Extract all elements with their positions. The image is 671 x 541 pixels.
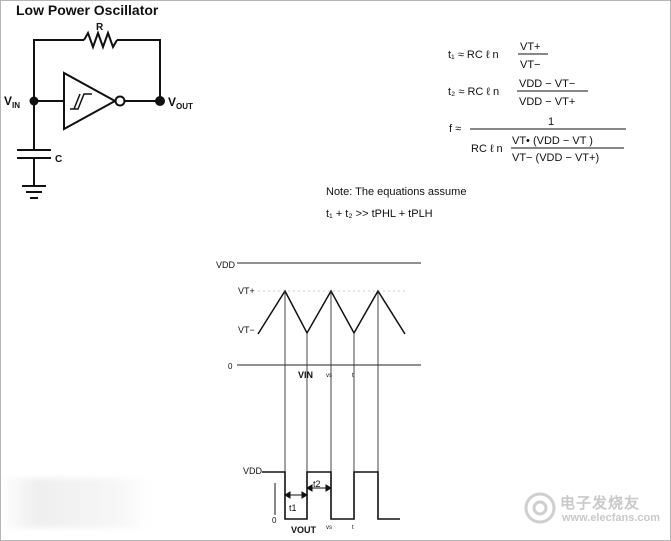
svg-text:1: 1 — [548, 116, 554, 128]
vs-top-label: vs — [326, 373, 332, 379]
vin-node — [29, 96, 39, 106]
note-line-1: Note: The equations assume — [326, 186, 466, 198]
circuit-schematic — [17, 30, 161, 199]
vdd-bottom-label: VDD — [243, 466, 263, 476]
svg-text:VT−: VT− — [520, 59, 540, 71]
vt-minus-label: VT− — [238, 325, 255, 335]
inverter-bubble — [114, 95, 126, 107]
equation-t1: t₁ ≈ RC ℓ n VT+ VT− — [448, 41, 548, 71]
vin-waveform — [257, 289, 406, 335]
vdd-top-label: VDD — [216, 260, 236, 270]
t-top-label: t — [352, 373, 354, 379]
note-line-2: t₁ + t₂ >> tPHL + tPLH — [326, 208, 433, 220]
schmitt-inverter — [63, 71, 118, 131]
vout-waveform — [262, 471, 400, 520]
feedback-wire-right — [117, 39, 161, 101]
watermark-icon — [524, 492, 556, 524]
capacitor-label: C — [55, 154, 62, 165]
waveform-diagram: VDD VT+ VT− 0 VIN vs t VDD 0 t1 t2 VOUT … — [216, 260, 421, 535]
t-bottom-label: t — [352, 525, 354, 531]
svg-text:VT+: VT+ — [520, 41, 540, 53]
svg-text:VDD − VT+: VDD − VT+ — [519, 96, 575, 108]
vin-label: VIN — [4, 94, 20, 110]
svg-text:VT• (VDD − VT ): VT• (VDD − VT ) — [512, 135, 593, 147]
vout-wave-label: VOUT — [291, 525, 317, 535]
svg-text:t₁ ≈ RC ℓ n: t₁ ≈ RC ℓ n — [448, 49, 499, 61]
t2-dimension — [306, 484, 332, 492]
watermark-logo: 电子发烧友 www.elecfans.com — [522, 488, 662, 530]
watermark-url: www.elecfans.com — [562, 512, 661, 524]
t1-dimension — [274, 483, 308, 515]
zero-bottom-label: 0 — [272, 516, 277, 525]
vout-node — [155, 96, 165, 106]
zero-top-label: 0 — [228, 362, 233, 371]
watermark-blur — [0, 478, 150, 528]
svg-text:f ≈: f ≈ — [449, 123, 461, 135]
equation-f: f ≈ 1 RC ℓ n VT• (VDD − VT ) VT− (VDD − … — [449, 116, 626, 164]
svg-text:VT− (VDD − VT+): VT− (VDD − VT+) — [512, 152, 599, 164]
svg-text:VDD − VT−: VDD − VT− — [519, 78, 575, 90]
vin-wave-label: VIN — [298, 370, 313, 380]
vs-bottom-label: vs — [326, 525, 332, 531]
vt-plus-label: VT+ — [238, 286, 255, 296]
svg-text:t₂ ≈ RC ℓ n: t₂ ≈ RC ℓ n — [448, 86, 499, 98]
watermark-text: 电子发烧友 — [560, 495, 641, 512]
t1-label: t1 — [289, 503, 297, 513]
hysteresis-symbol — [70, 93, 92, 110]
feedback-wire — [33, 39, 84, 100]
hysteresis-symbol-2 — [73, 93, 81, 110]
vout-label: VOUT — [168, 95, 193, 111]
t2-label: t2 — [313, 479, 321, 489]
resistor — [83, 30, 118, 50]
equation-t2: t₂ ≈ RC ℓ n VDD − VT− VDD − VT+ — [448, 78, 588, 108]
svg-text:RC ℓ n: RC ℓ n — [471, 143, 503, 155]
resistor-label: R — [96, 22, 104, 33]
figure-title: Low Power Oscillator — [16, 2, 159, 18]
